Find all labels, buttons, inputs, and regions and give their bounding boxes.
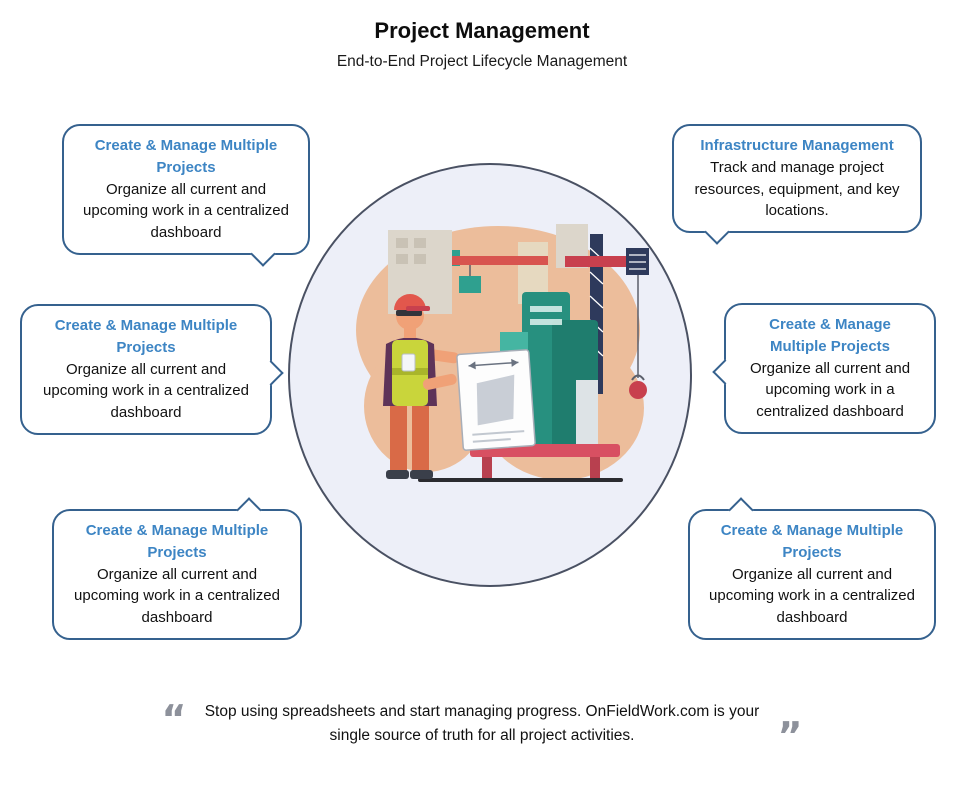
callout-body: Track and manage project resources, equi… — [694, 158, 900, 220]
callout-title: Create & Manage Multiple Projects — [94, 137, 278, 176]
jib-crane — [452, 250, 548, 293]
callout-body: Organize all current and upcoming work i… — [43, 360, 249, 422]
machinery — [470, 292, 620, 479]
callout-bottom-right: Create & Manage Multiple Projects Organi… — [688, 497, 936, 640]
callout-title: Create & Manage Multiple Projects — [769, 316, 891, 355]
speech-tail — [712, 359, 738, 385]
close-quote-mark: ” — [777, 714, 803, 759]
callout-title: Create & Manage Multiple Projects — [54, 317, 238, 356]
callout-title: Create & Manage Multiple Projects — [85, 522, 269, 561]
blueprint — [456, 349, 536, 451]
page-title: Project Management — [374, 18, 590, 43]
callout-middle-left: Create & Manage Multiple Projects Organi… — [20, 304, 284, 435]
callout-top-left: Create & Manage Multiple Projects Organi… — [62, 124, 310, 267]
callout-middle-right: Create & Manage Multiple Projects Organi… — [712, 303, 936, 434]
callout-title: Infrastructure Management — [700, 137, 894, 154]
open-quote-mark: “ — [161, 697, 187, 741]
footer-quote: “ Stop using spreadsheets and start mana… — [0, 697, 964, 759]
callout-body: Organize all current and upcoming work i… — [709, 565, 915, 627]
callout-top-right: Infrastructure Management Track and mana… — [672, 124, 922, 245]
construction-illustration — [356, 224, 649, 482]
ground-line — [418, 478, 623, 482]
speech-tail — [236, 497, 262, 523]
callout-body: Organize all current and upcoming work i… — [74, 565, 280, 627]
speech-tail — [258, 360, 284, 386]
callout-body: Organize all current and upcoming work i… — [83, 180, 289, 242]
callout-title: Create & Manage Multiple Projects — [720, 522, 904, 561]
callout-bottom-left: Create & Manage Multiple Projects Organi… — [52, 497, 302, 640]
speech-tail — [250, 241, 276, 267]
speech-tail — [704, 219, 730, 245]
speech-tail — [728, 497, 754, 523]
page-subtitle: End-to-End Project Lifecycle Management — [336, 53, 628, 70]
quote-text: Stop using spreadsheets and start managi… — [204, 703, 760, 745]
callout-body: Organize all current and upcoming work i… — [749, 359, 911, 421]
worker — [383, 294, 460, 479]
